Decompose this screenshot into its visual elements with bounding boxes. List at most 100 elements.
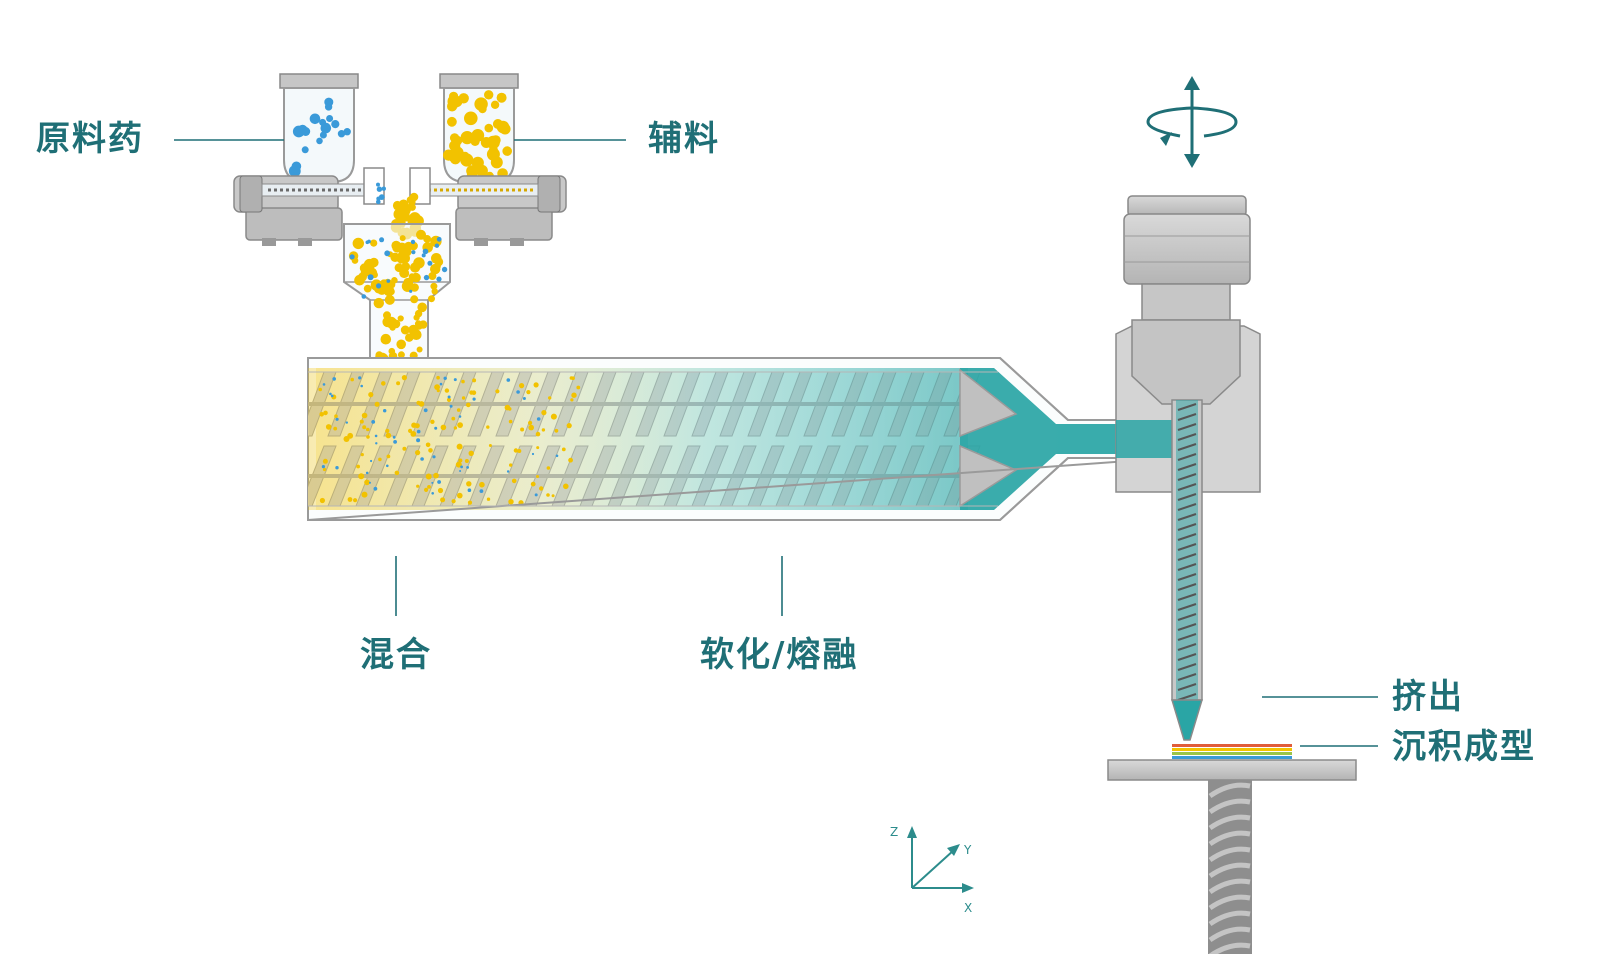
print-head <box>1115 76 1261 741</box>
particle <box>425 473 432 480</box>
particle <box>353 498 358 503</box>
particle <box>379 237 385 243</box>
particle <box>570 398 574 402</box>
particle <box>425 442 431 448</box>
nozzle-thread <box>1177 533 1197 541</box>
nozzle-screw <box>1177 403 1197 701</box>
plate-thread <box>1208 878 1251 895</box>
particle <box>428 448 433 453</box>
particle <box>309 113 321 125</box>
particle <box>439 382 443 386</box>
particle <box>431 255 440 264</box>
particle <box>484 123 494 133</box>
particle <box>301 146 309 154</box>
particle <box>536 446 540 450</box>
plate-thread <box>1208 814 1251 831</box>
particle <box>383 285 395 297</box>
particle <box>506 378 511 382</box>
particle <box>385 428 390 433</box>
particle <box>431 481 434 484</box>
particle <box>428 272 437 280</box>
particle <box>358 473 365 480</box>
particle <box>404 241 414 251</box>
particle <box>361 491 368 498</box>
particle <box>431 288 438 295</box>
particle <box>373 297 384 309</box>
particle <box>360 453 364 457</box>
particle <box>370 239 378 247</box>
particle <box>517 449 522 453</box>
particle <box>406 196 414 204</box>
particle <box>402 446 407 451</box>
particle <box>520 427 525 432</box>
particle <box>436 236 442 242</box>
particle <box>366 427 370 432</box>
particle <box>568 457 573 463</box>
particle <box>420 457 424 461</box>
plate-thread <box>1208 926 1251 943</box>
particle <box>430 419 435 424</box>
particle <box>507 407 512 411</box>
particle <box>488 444 492 447</box>
particle <box>416 484 420 488</box>
particle <box>409 289 413 293</box>
particle <box>411 250 416 255</box>
particle <box>466 481 472 487</box>
particle <box>456 408 461 412</box>
particle <box>384 294 395 305</box>
particle <box>472 397 476 401</box>
particle <box>444 388 450 393</box>
particle <box>322 458 328 464</box>
particle <box>434 243 440 248</box>
particle <box>453 378 457 382</box>
particle <box>486 497 491 501</box>
xyz-axes: Z Y X <box>890 825 974 915</box>
particle <box>365 471 369 475</box>
particle <box>400 325 410 335</box>
particle <box>484 90 494 100</box>
particle <box>322 467 327 472</box>
excipient-label: 辅料 <box>648 119 720 159</box>
particle <box>522 397 526 400</box>
particle <box>495 389 500 394</box>
nozzle-thread <box>1177 543 1197 551</box>
particle <box>531 452 535 456</box>
particle <box>394 470 400 476</box>
particle <box>446 397 452 402</box>
particle <box>416 229 426 240</box>
particle <box>576 385 581 390</box>
particle <box>453 426 458 430</box>
particle <box>461 379 465 384</box>
particle <box>335 417 339 421</box>
particle <box>334 414 338 419</box>
y-axis-label: Y <box>963 843 972 857</box>
particle <box>440 497 446 503</box>
particle <box>401 280 414 292</box>
particle <box>390 252 400 262</box>
nozzle-thread <box>1177 583 1197 591</box>
particle <box>369 257 379 268</box>
particle <box>349 254 355 260</box>
particle <box>486 147 500 161</box>
particle <box>401 375 407 381</box>
particle <box>461 396 466 400</box>
particle <box>434 384 440 390</box>
particle <box>319 497 325 504</box>
melting-label: 软化/熔融 <box>700 635 859 675</box>
particle <box>389 324 396 331</box>
particle <box>526 390 531 395</box>
particle <box>431 492 435 495</box>
nozzle-thread <box>1177 563 1197 571</box>
nozzle-thread <box>1177 573 1197 581</box>
particle <box>332 377 337 381</box>
particle <box>381 381 386 386</box>
particle <box>333 426 338 431</box>
particle <box>358 376 362 380</box>
particle <box>347 432 354 439</box>
nozzle-thread <box>1177 503 1197 511</box>
particle <box>554 428 559 433</box>
nozzle-thread <box>1177 443 1197 451</box>
particle <box>513 448 519 453</box>
particle <box>371 420 376 424</box>
nozzle-thread <box>1177 403 1197 411</box>
